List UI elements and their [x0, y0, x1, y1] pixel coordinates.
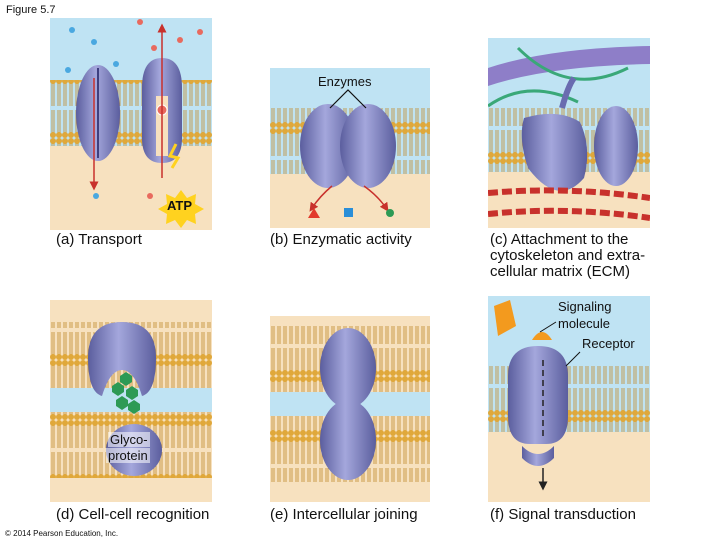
receptor-protein [508, 346, 568, 444]
caption-joining: (e) Intercellular joining [270, 506, 418, 523]
panel-joining [270, 316, 430, 502]
copyright: © 2014 Pearson Education, Inc. [5, 529, 119, 538]
substrate-square [344, 208, 353, 217]
ecm-fiber [488, 46, 650, 86]
caption-signal: (f) Signal transduction [490, 506, 636, 523]
glyco-label-l1: Glyco- [108, 432, 150, 447]
receptor-label: Receptor [582, 336, 635, 351]
caption-enzymatic: (b) Enzymatic activity [270, 231, 412, 248]
caption-transport: (a) Transport [56, 231, 142, 248]
enzymatic-diagram [270, 68, 430, 228]
caption-attachment-l2: cytoskeleton and extra- [490, 247, 646, 264]
transport-diagram [50, 18, 212, 230]
caption-recognition: (d) Cell-cell recognition [56, 506, 210, 523]
junction-protein-bottom [320, 400, 376, 480]
panel-attachment [488, 38, 650, 228]
signaling-label-l2: molecule [558, 316, 611, 331]
recognition-receptor [88, 322, 156, 396]
signaling-label-l1: Signaling [558, 299, 612, 314]
panel-recognition: Glyco- protein [50, 300, 212, 502]
junction-protein-top [320, 328, 376, 408]
enzyme-right [340, 104, 396, 188]
atp-burst [158, 190, 204, 228]
recognition-diagram [50, 300, 212, 502]
joining-diagram [270, 316, 430, 502]
attachment-diagram [488, 38, 650, 228]
panel-transport: ATP [50, 18, 212, 230]
figure-label: Figure 5.7 [6, 4, 56, 16]
signal-diagram [488, 296, 650, 502]
glyco-label-l2: protein [106, 448, 150, 463]
anchor-protein [594, 106, 638, 186]
relay-protein [522, 446, 554, 466]
enzyme-left [300, 104, 356, 188]
caption-attachment-l3: cellular matrix (ECM) [490, 263, 631, 280]
integrin-protein [521, 113, 588, 191]
caption-attachment-l1: (c) Attachment to the [490, 231, 629, 248]
enzymes-label: Enzymes [318, 74, 372, 89]
signaling-molecule-icon [494, 300, 516, 336]
atp-label: ATP [167, 198, 193, 213]
panel-enzymatic: Enzymes [270, 68, 430, 228]
sugar-chain [120, 372, 132, 386]
panel-signal: Signaling molecule Receptor [488, 296, 650, 502]
